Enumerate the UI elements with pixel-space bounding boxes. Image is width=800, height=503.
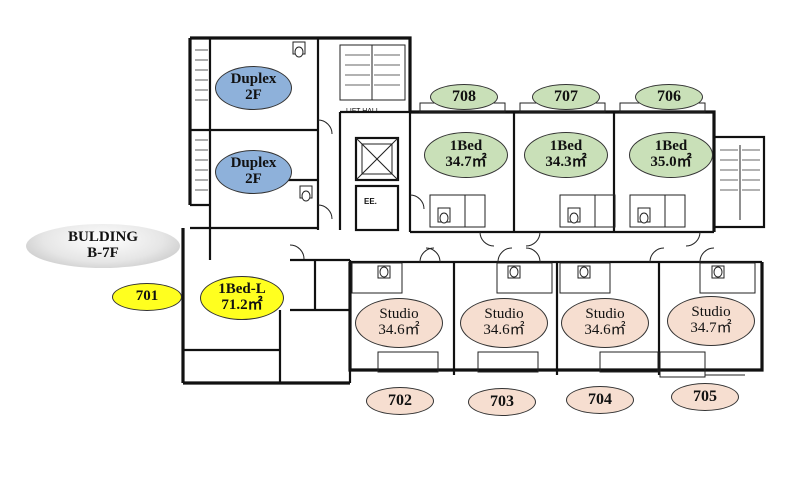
building-tag-line2: B-7F: [87, 245, 119, 261]
unit-705[interactable]: Studio 34.7㎡: [667, 296, 755, 346]
ee-label: EE.: [364, 197, 377, 206]
unit-704[interactable]: Studio 34.6㎡: [561, 298, 649, 348]
unit-701-type: 1Bed-L: [218, 281, 266, 298]
unit-702-number[interactable]: 702: [366, 387, 434, 415]
unit-708-type: 1Bed: [449, 138, 483, 155]
unit-701[interactable]: 1Bed-L 71.2㎡: [200, 276, 284, 320]
unit-duplex-lower[interactable]: Duplex 2F: [215, 150, 292, 194]
unit-705-type: Studio: [691, 304, 731, 321]
unit-707-number[interactable]: 707: [532, 84, 600, 110]
unit-702-type: Studio: [379, 306, 419, 323]
unit-duplex-upper-type: Duplex: [230, 71, 277, 88]
unit-701-number[interactable]: 701: [112, 283, 182, 311]
unit-703-number[interactable]: 703: [468, 388, 536, 416]
unit-703-type: Studio: [484, 306, 524, 323]
unit-702-area: 34.6㎡: [378, 322, 420, 338]
unit-706-type: 1Bed: [654, 138, 688, 155]
unit-707-area: 34.3㎡: [545, 154, 587, 170]
unit-duplex-lower-type: Duplex: [230, 155, 277, 172]
unit-705-number[interactable]: 705: [671, 383, 739, 411]
unit-706[interactable]: 1Bed 35.0㎡: [629, 132, 713, 178]
unit-708-number[interactable]: 708: [430, 84, 498, 110]
unit-duplex-upper[interactable]: Duplex 2F: [215, 66, 292, 110]
unit-704-number[interactable]: 704: [566, 386, 634, 414]
unit-704-type: Studio: [585, 306, 625, 323]
stair-hatching: [195, 49, 760, 191]
unit-702[interactable]: Studio 34.6㎡: [355, 298, 443, 348]
unit-706-area: 35.0㎡: [650, 154, 692, 170]
unit-703[interactable]: Studio 34.6㎡: [460, 298, 548, 348]
unit-707[interactable]: 1Bed 34.3㎡: [524, 132, 608, 178]
unit-701-area: 71.2㎡: [221, 297, 263, 313]
unit-duplex-upper-floor: 2F: [245, 87, 262, 103]
unit-707-type: 1Bed: [549, 138, 583, 155]
unit-705-area: 34.7㎡: [690, 320, 732, 336]
unit-708-area: 34.7㎡: [445, 154, 487, 170]
unit-706-number[interactable]: 706: [635, 84, 703, 110]
floor-plan-walls: [181, 36, 766, 385]
building-tag: BULDING B-7F: [26, 224, 180, 268]
unit-708[interactable]: 1Bed 34.7㎡: [424, 132, 508, 178]
door-swings: [289, 119, 715, 263]
building-tag-line1: BULDING: [67, 229, 138, 246]
unit-703-area: 34.6㎡: [483, 322, 525, 338]
fixtures: [292, 41, 725, 279]
unit-duplex-lower-floor: 2F: [245, 171, 262, 187]
unit-704-area: 34.6㎡: [584, 322, 626, 338]
lift-hall-label: LIFT HALL: [346, 108, 380, 115]
